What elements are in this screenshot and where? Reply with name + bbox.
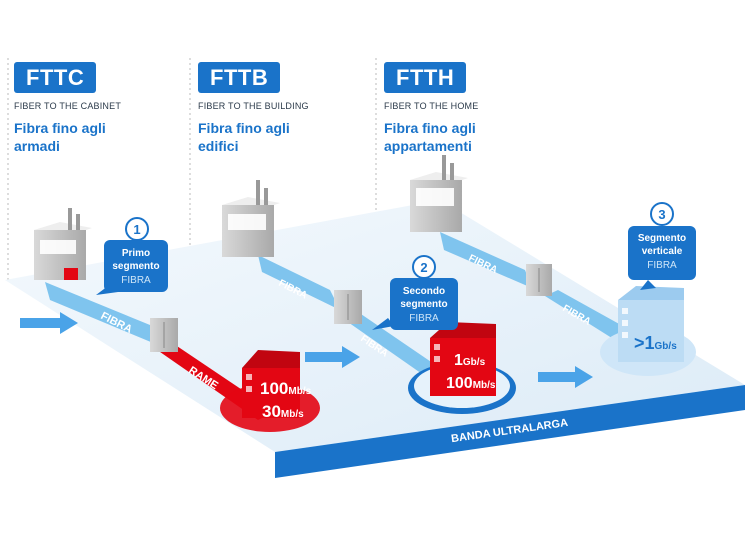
callout-2: 2 Secondo segmento FIBRA — [372, 255, 458, 330]
fttb-desc-line1: Fibra fino agli — [198, 120, 290, 136]
fttb-description: Fibra fino agli edifici — [198, 119, 328, 155]
callout-3: 3 Segmento verticale FIBRA — [628, 202, 696, 290]
fttc-fiber-cable — [45, 282, 158, 345]
fttb-badge: FTTB — [198, 62, 281, 93]
ftth-badge: FTTH — [384, 62, 467, 93]
ftth-fiber-cable-2 — [545, 290, 630, 340]
arrow-icon — [20, 312, 78, 334]
callout-3-line1: Segmento — [638, 233, 686, 244]
fttb-desc-line2: edifici — [198, 138, 239, 154]
fttc-desc-line2: armadi — [14, 138, 60, 154]
ftth-fiber-cable-1 — [440, 232, 532, 288]
callout-1: 1 Primo segmento FIBRA — [96, 217, 168, 295]
ftth-desc-line1: Fibra fino agli — [384, 120, 476, 136]
fttc-description: Fibra fino agli armadi — [14, 119, 144, 155]
callout-3-number: 3 — [658, 207, 665, 222]
column-fttb: FTTB FIBER TO THE BUILDING Fibra fino ag… — [198, 62, 378, 155]
fttb-fiber-cable-2 — [345, 312, 440, 376]
central-office-building-ftth — [410, 155, 468, 232]
fttb-fiber-cable-1 — [258, 255, 340, 310]
callout-2-line3: FIBRA — [409, 313, 439, 324]
ftth-speed: >1Gb/s — [634, 333, 677, 353]
ftth-subtitle: FIBER TO THE HOME — [384, 101, 479, 111]
fttc-speed-bottom: 30Mb/s — [262, 402, 304, 421]
column-fttc: FTTC FIBER TO THE CABINET Fibra fino agl… — [14, 62, 194, 155]
callout-3-line3: FIBRA — [647, 260, 677, 271]
ftth-home: >1Gb/s — [600, 286, 696, 376]
band-strip — [275, 385, 745, 478]
fttb-speed-bottom: 100Mb/s — [446, 375, 496, 392]
fttc-desc-line1: Fibra fino agli — [14, 120, 106, 136]
fttb-subtitle: FIBER TO THE BUILDING — [198, 101, 309, 111]
callout-1-line3: FIBRA — [121, 275, 151, 286]
fttb-speed-top: 1Gb/s — [454, 352, 486, 369]
fttc-speed-top: 100Mb/s — [260, 379, 312, 398]
arrow-icon — [305, 346, 360, 368]
callout-3-line2: verticale — [642, 246, 683, 257]
fttc-subtitle: FIBER TO THE CABINET — [14, 101, 122, 111]
central-office-building-fttb — [222, 180, 280, 257]
fttc-home: 100Mb/s 30Mb/s — [220, 350, 320, 432]
column-ftth: FTTH FIBER TO THE HOME Fibra fino agli a… — [384, 62, 564, 155]
central-office-building-fttc — [34, 208, 92, 280]
callout-2-line2: segmento — [400, 299, 447, 310]
callout-1-number: 1 — [133, 222, 140, 237]
arrow-icon — [538, 366, 593, 388]
ftth-desc-line2: appartamenti — [384, 138, 472, 154]
fttc-badge: FTTC — [14, 62, 97, 93]
street-cabinet-fttb — [334, 290, 362, 324]
callout-2-number: 2 — [420, 260, 427, 275]
street-cabinet-fttc — [150, 318, 178, 352]
callout-1-line2: segmento — [112, 261, 159, 272]
callout-2-line1: Secondo — [403, 286, 445, 297]
street-cabinet-ftth — [526, 264, 552, 296]
callout-1-line1: Primo — [122, 248, 150, 259]
ftth-description: Fibra fino agli appartamenti — [384, 119, 514, 155]
fttb-home: 1Gb/s 100Mb/s — [408, 322, 516, 414]
